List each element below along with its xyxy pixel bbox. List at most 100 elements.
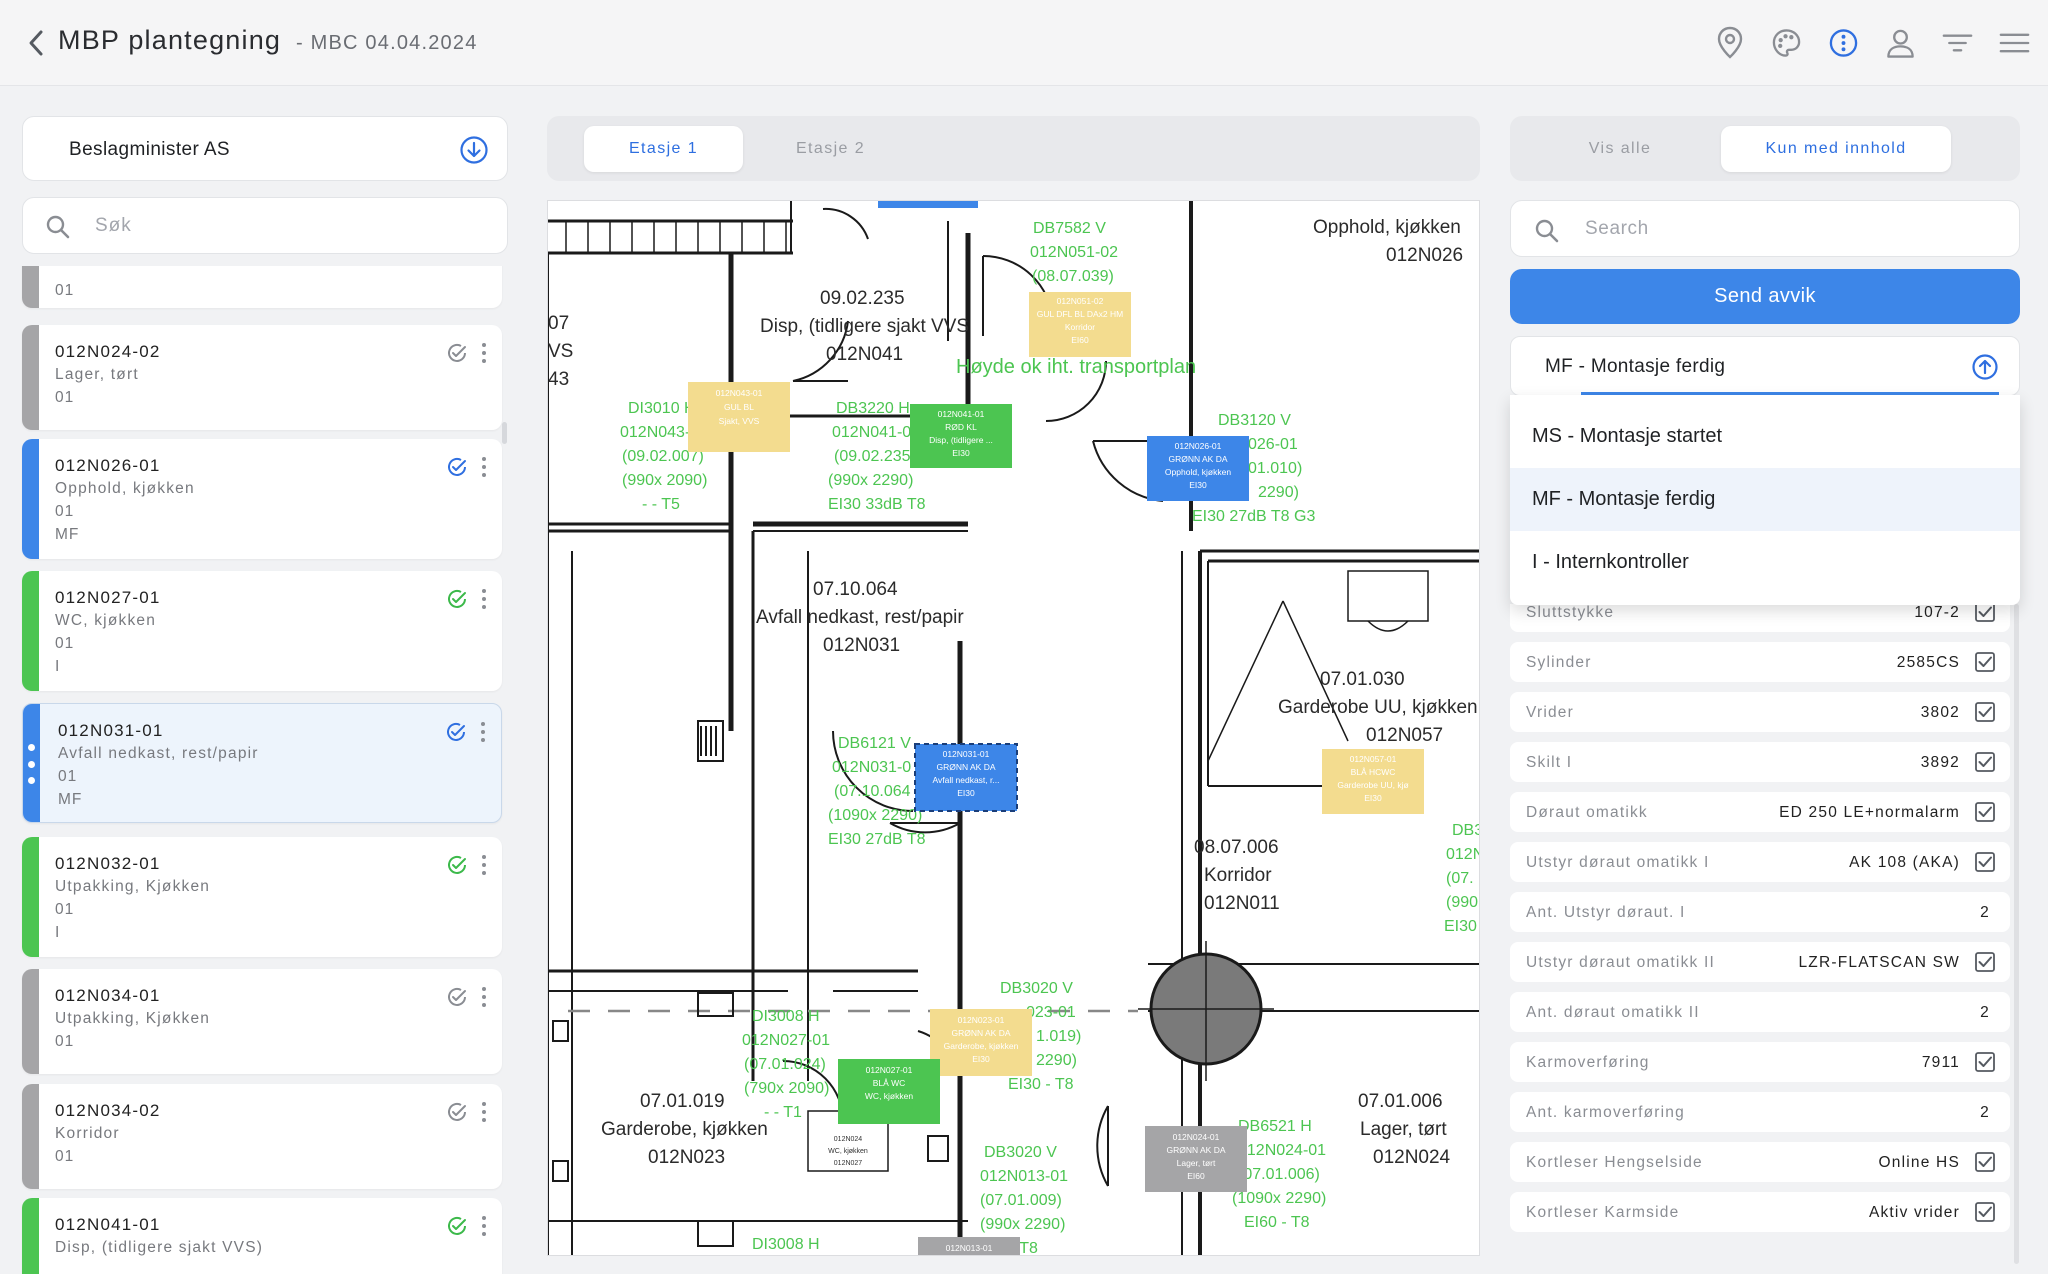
- property-label: Ant. døraut omatikk II: [1526, 1004, 1700, 1021]
- door-label: DB6521 H: [1238, 1118, 1312, 1135]
- checkbox-icon[interactable]: [1974, 801, 1996, 823]
- door-label: 012N013-01: [980, 1168, 1068, 1185]
- filter-button[interactable]: [1942, 22, 1973, 64]
- checkbox-icon[interactable]: [1974, 1051, 1996, 1073]
- right-scrollbar[interactable]: [2014, 604, 2019, 1264]
- check-circle-icon[interactable]: [446, 588, 468, 610]
- tag-text: EI30: [957, 788, 975, 798]
- item-status: I: [55, 658, 61, 675]
- item-code: 012N031-01: [58, 721, 164, 740]
- back-button[interactable]: [20, 26, 52, 60]
- room-label: Disp, (tidligere sjakt VVS: [760, 316, 969, 337]
- more-icon[interactable]: [478, 341, 490, 365]
- check-circle-icon[interactable]: [446, 456, 468, 478]
- arrow-up-circle-icon[interactable]: [1971, 353, 1999, 381]
- tag-text: Avfall nedkast, r...: [933, 775, 1000, 785]
- user-icon: [1887, 29, 1914, 58]
- property-value: 2585CS: [1896, 654, 1960, 671]
- checkbox-icon[interactable]: [1974, 851, 1996, 873]
- room-label: Garderobe, kjøkken: [601, 1119, 768, 1140]
- tag-text: GRØNN AK DA: [1168, 454, 1227, 464]
- checkbox-icon[interactable]: [1974, 951, 1996, 973]
- more-icon[interactable]: [478, 455, 490, 479]
- checkbox-icon[interactable]: [1974, 1151, 1996, 1173]
- tag-text: 012N026-01: [1175, 441, 1222, 451]
- checkbox-icon[interactable]: [1974, 604, 1996, 623]
- more-icon[interactable]: [478, 1214, 490, 1238]
- dropdown-option[interactable]: I - Internkontroller: [1532, 551, 1689, 573]
- info-button[interactable]: [1828, 22, 1859, 64]
- tab-etasje-1[interactable]: Etasje 1: [584, 126, 743, 172]
- list-item[interactable]: 01: [22, 266, 502, 308]
- item-floor: 01: [55, 1148, 75, 1165]
- palette-button[interactable]: [1771, 22, 1802, 64]
- more-icon[interactable]: [478, 853, 490, 877]
- checkbox-icon[interactable]: [1974, 701, 1996, 723]
- list-item[interactable]: 012N024-02 Lager, tørt 01: [22, 325, 502, 430]
- right-search-input[interactable]: [1585, 213, 1985, 245]
- property-label: Skilt I: [1526, 754, 1573, 771]
- more-icon[interactable]: [478, 587, 490, 611]
- drag-handle-icon[interactable]: [27, 744, 36, 784]
- left-scrollbar[interactable]: [502, 422, 507, 444]
- more-icon[interactable]: [478, 985, 490, 1009]
- search-icon: [1535, 219, 1559, 243]
- tag-text: 012N051-02: [1057, 296, 1104, 306]
- status-stripe: [22, 439, 39, 559]
- door-label: (1090x 2290): [828, 807, 922, 824]
- door-label: EI30 27dB T8 G3: [1192, 508, 1315, 525]
- checkbox-icon[interactable]: [1974, 751, 1996, 773]
- check-circle-icon[interactable]: [445, 721, 467, 743]
- status-select[interactable]: MF - Montasje ferdig: [1510, 336, 2020, 396]
- list-item[interactable]: 012N032-01 Utpakking, Kjøkken 01 I: [22, 837, 502, 957]
- company-selector[interactable]: Beslagminister AS: [22, 116, 508, 181]
- more-icon[interactable]: [478, 1100, 490, 1124]
- check-circle-icon[interactable]: [446, 342, 468, 364]
- item-floor: 01: [55, 503, 75, 520]
- location-pin-button[interactable]: [1714, 22, 1745, 64]
- room-label: VS: [548, 341, 573, 362]
- door-label: 2290): [1036, 1052, 1077, 1069]
- checkbox-icon[interactable]: [1974, 651, 1996, 673]
- check-circle-icon[interactable]: [446, 854, 468, 876]
- left-search-box[interactable]: [22, 197, 508, 254]
- user-button[interactable]: [1885, 22, 1916, 64]
- list-item[interactable]: 012N027-01 WC, kjøkken 01 I: [22, 571, 502, 691]
- list-item[interactable]: 012N034-01 Utpakking, Kjøkken 01: [22, 969, 502, 1074]
- checkbox-icon[interactable]: [1974, 1201, 1996, 1223]
- item-code: 012N027-01: [55, 588, 161, 607]
- floor-plan[interactable]: 09.02.235 Disp, (tidligere sjakt VVS 012…: [547, 200, 1480, 1256]
- check-circle-icon[interactable]: [446, 1215, 468, 1237]
- room-label: Lager, tørt: [1360, 1119, 1447, 1140]
- item-status: I: [55, 924, 61, 941]
- left-search-input[interactable]: [95, 210, 475, 242]
- door-list: 01 012N024-02 Lager, tørt 01 012N026-01 …: [20, 266, 510, 1274]
- arrow-down-circle-icon[interactable]: [459, 135, 489, 165]
- small-label: WC, kjøkken: [828, 1148, 868, 1155]
- status-stripe: [22, 325, 39, 430]
- item-floor: 01: [55, 635, 75, 652]
- check-circle-icon[interactable]: [446, 1101, 468, 1123]
- door-label: 1.019): [1036, 1028, 1081, 1045]
- item-floor: 01: [55, 901, 75, 918]
- item-floor: 01: [58, 768, 78, 785]
- door-label: (07.01.009): [980, 1192, 1062, 1209]
- list-item[interactable]: 012N034-02 Korridor 01: [22, 1084, 502, 1189]
- list-item[interactable]: 012N041-01 Disp, (tidligere sjakt VVS): [22, 1198, 502, 1274]
- list-item[interactable]: 012N026-01 Opphold, kjøkken 01 MF: [22, 439, 502, 559]
- list-item-selected[interactable]: 012N031-01 Avfall nedkast, rest/papir 01…: [22, 703, 502, 823]
- tab-kun-med-innhold[interactable]: Kun med innhold: [1721, 126, 1951, 172]
- property-label: Vrider: [1526, 704, 1574, 721]
- right-search-box[interactable]: [1510, 200, 2020, 257]
- send-avvik-button[interactable]: Send avvik: [1510, 269, 2020, 324]
- status-stripe: [22, 266, 39, 308]
- menu-button[interactable]: [1999, 22, 2030, 64]
- check-circle-icon[interactable]: [446, 986, 468, 1008]
- dropdown-option[interactable]: MS - Montasje startet: [1532, 425, 1723, 447]
- tab-etasje-2[interactable]: Etasje 2: [795, 140, 865, 157]
- tab-vis-alle[interactable]: Vis alle: [1588, 140, 1652, 157]
- more-icon[interactable]: [477, 720, 489, 744]
- dropdown-option-selected[interactable]: MF - Montasje ferdig: [1510, 468, 2020, 531]
